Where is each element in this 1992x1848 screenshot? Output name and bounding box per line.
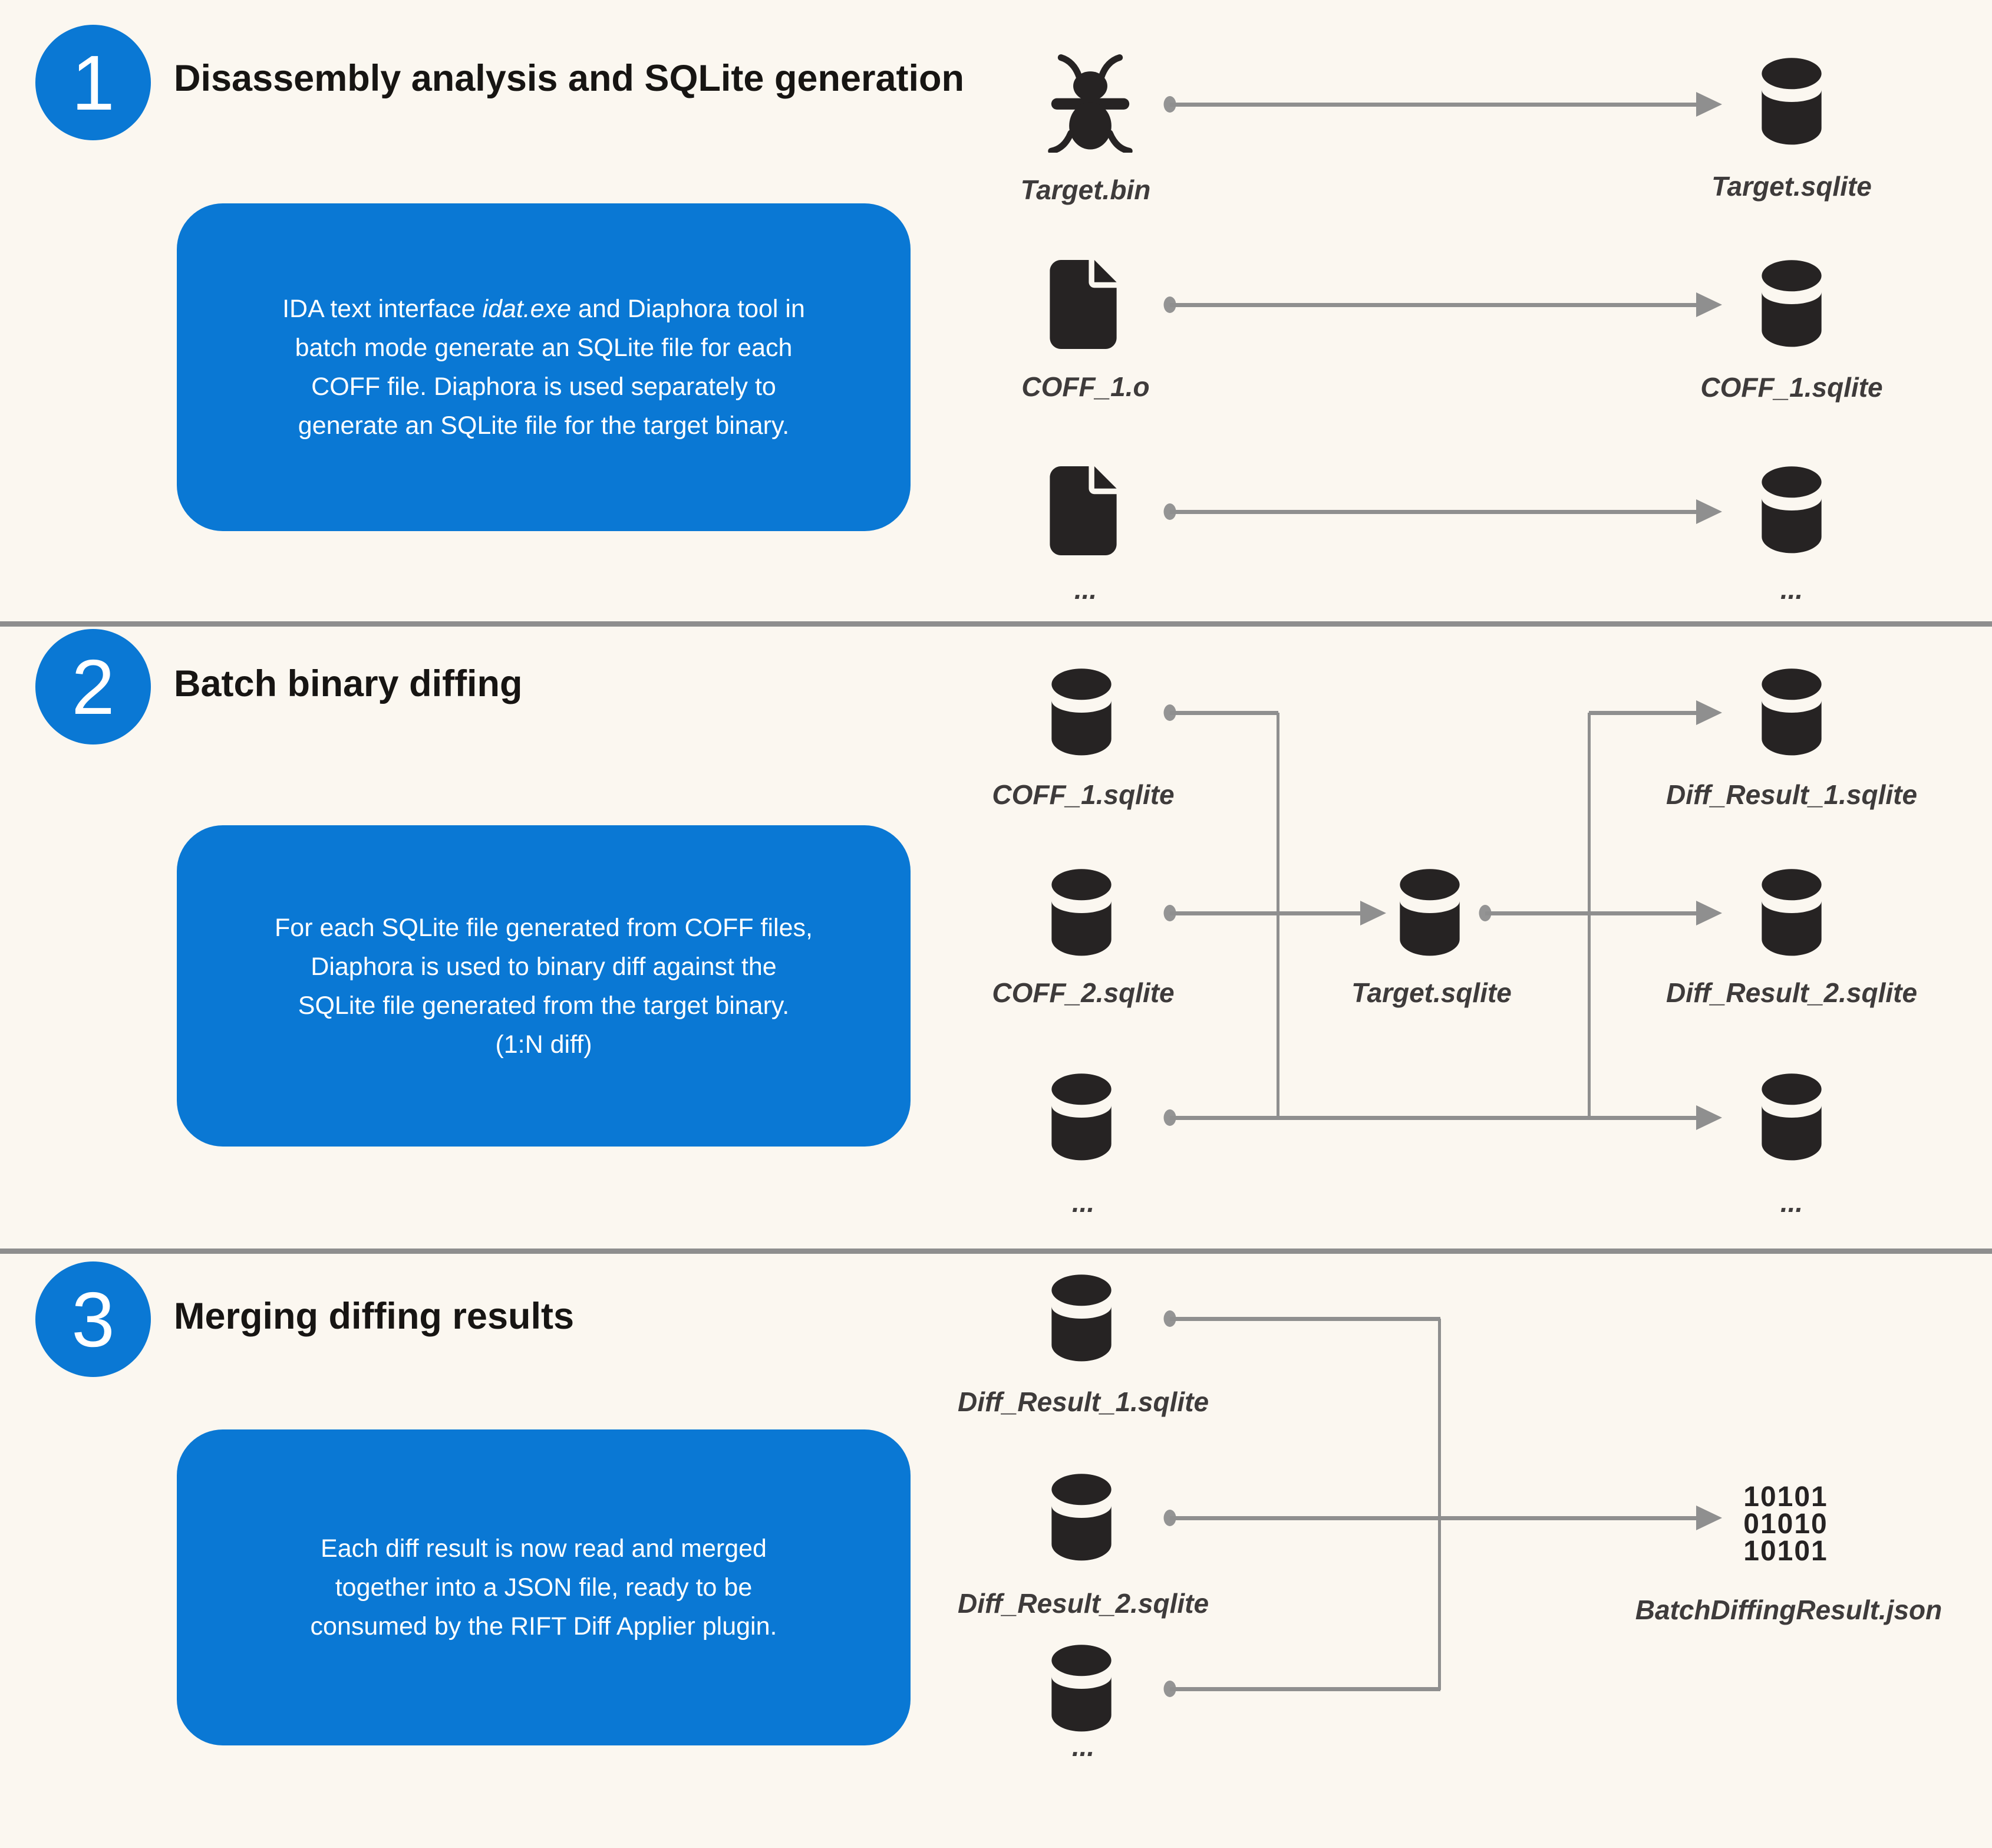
- database-icon: [1756, 668, 1828, 757]
- arrow-line: [1170, 1116, 1697, 1120]
- bug-icon: [1041, 52, 1139, 153]
- ellipsis-label: ...: [1074, 574, 1097, 605]
- note-line: batch mode generate an SQLite file for e…: [295, 334, 793, 362]
- note-line: For each SQLite file generated from COFF…: [275, 913, 813, 942]
- database-icon: [1756, 466, 1828, 555]
- note-line: consumed by the RIFT Diff Applier plugin…: [310, 1612, 777, 1641]
- step-3-note-box: Each diff result is now read and merged …: [177, 1429, 911, 1745]
- file-label: Diff_Result_1.sqlite: [957, 1386, 1209, 1417]
- file-label: COFF_2.sqlite: [992, 977, 1175, 1008]
- arrow-line: [1170, 103, 1697, 107]
- database-icon: [1046, 668, 1117, 757]
- database-icon: [1046, 1473, 1117, 1563]
- note-line: together into a JSON file, ready to be: [335, 1573, 753, 1602]
- database-icon: [1756, 57, 1828, 147]
- database-icon: [1394, 868, 1466, 958]
- file-label: COFF_1.o: [1021, 371, 1150, 402]
- database-icon: [1756, 868, 1828, 958]
- file-label: Diff_Result_2.sqlite: [957, 1588, 1209, 1619]
- database-icon: [1046, 1644, 1117, 1734]
- file-icon: [1049, 260, 1117, 349]
- note-line: IDA text interface idat.exe and Diaphora…: [282, 295, 805, 323]
- file-label: BatchDiffingResult.json: [1635, 1595, 1942, 1625]
- database-icon: [1046, 868, 1117, 958]
- note-line: COFF file. Diaphora is used separately t…: [311, 373, 776, 401]
- file-icon: [1049, 466, 1117, 555]
- step-3-title: Merging diffing results: [174, 1296, 575, 1337]
- bus-line: [1277, 713, 1279, 1119]
- arrow-line: [1170, 1516, 1697, 1520]
- file-label: COFF_1.sqlite: [1700, 372, 1883, 403]
- note-line: SQLite file generated from the target bi…: [298, 991, 790, 1020]
- step-2-title: Batch binary diffing: [174, 663, 523, 704]
- database-icon: [1756, 259, 1828, 349]
- file-label: Diff_Result_1.sqlite: [1666, 779, 1918, 810]
- bus-line: [1438, 1319, 1441, 1690]
- section-divider: [0, 621, 1992, 627]
- step-1-number: 1: [71, 39, 115, 126]
- ellipsis-label: ...: [1780, 574, 1803, 605]
- step-2-note-box: For each SQLite file generated from COFF…: [177, 825, 911, 1147]
- note-line: Diaphora is used to binary diff against …: [311, 952, 777, 981]
- arrow-head-icon: [1696, 499, 1722, 524]
- step-1-note-box: IDA text interface idat.exe and Diaphora…: [177, 203, 911, 531]
- file-label: COFF_1.sqlite: [992, 779, 1175, 810]
- arrow-line: [1589, 711, 1697, 715]
- database-icon: [1756, 1073, 1828, 1162]
- step-2-number: 2: [71, 643, 115, 730]
- connector-line: [1170, 1687, 1440, 1691]
- arrow-line: [1170, 510, 1697, 514]
- note-line: Each diff result is now read and merged: [321, 1534, 767, 1563]
- step-1-badge: 1: [35, 25, 151, 140]
- arrow-head-icon: [1360, 901, 1386, 925]
- connector-line: [1170, 711, 1278, 715]
- arrow-head-icon: [1696, 1105, 1722, 1130]
- note-line: generate an SQLite file for the target b…: [298, 411, 790, 440]
- bus-line: [1588, 713, 1591, 1119]
- arrow-head-icon: [1696, 92, 1722, 117]
- connector-line: [1170, 1317, 1440, 1321]
- step-3-badge: 3: [35, 1261, 151, 1377]
- step-3-number: 3: [71, 1276, 115, 1363]
- file-label: Diff_Result_2.sqlite: [1666, 977, 1918, 1008]
- arrow-head-icon: [1696, 901, 1722, 925]
- step-2-badge: 2: [35, 629, 151, 745]
- arrow-line: [1485, 911, 1697, 915]
- arrow-head-icon: [1696, 700, 1722, 725]
- section-divider: [0, 1249, 1992, 1254]
- arrow-head-icon: [1696, 292, 1722, 317]
- file-label: Target.bin: [1020, 174, 1151, 205]
- database-icon: [1046, 1274, 1117, 1363]
- file-label: Target.sqlite: [1711, 171, 1872, 202]
- step-1-title: Disassembly analysis and SQLite generati…: [174, 58, 964, 99]
- binary-file-icon: 10101 01010 10101: [1743, 1481, 1828, 1567]
- file-label: Target.sqlite: [1351, 977, 1512, 1008]
- ellipsis-label: ...: [1071, 1187, 1095, 1218]
- note-line: (1:N diff): [495, 1030, 592, 1059]
- arrow-head-icon: [1696, 1506, 1722, 1530]
- arrow-line: [1170, 303, 1697, 307]
- ellipsis-label: ...: [1780, 1187, 1803, 1218]
- database-icon: [1046, 1073, 1117, 1162]
- ellipsis-label: ...: [1071, 1731, 1095, 1762]
- arrow-line: [1170, 911, 1361, 915]
